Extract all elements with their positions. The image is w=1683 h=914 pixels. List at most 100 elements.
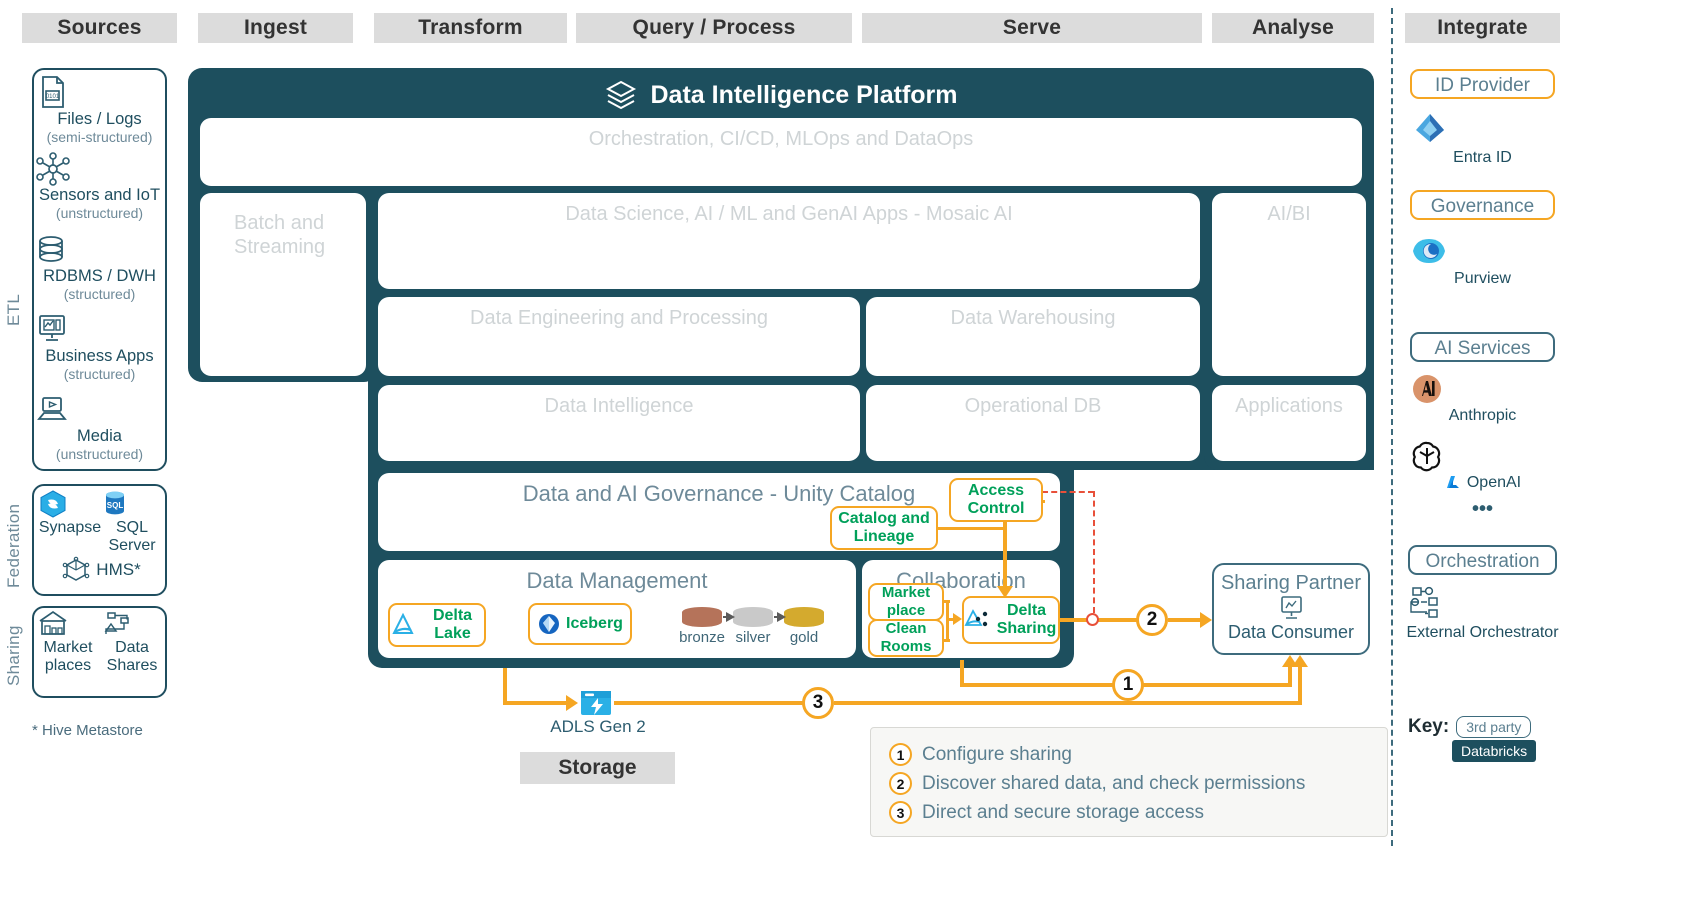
monitor-chart-icon	[1214, 596, 1368, 622]
step2-line	[1060, 618, 1138, 622]
file-logs-icon: 0101	[34, 74, 165, 110]
collab-bracket-vertical	[946, 600, 949, 642]
gold-label: gold	[789, 629, 819, 646]
source-item-synapse[interactable]: Synapse	[38, 489, 102, 537]
marketplace-icon	[36, 609, 100, 639]
adls-gen2-node[interactable]	[578, 688, 616, 718]
legend-badge-1: 1	[889, 743, 912, 766]
databricks-layers-icon	[604, 78, 638, 112]
marketplace-capsule[interactable]: Market place	[868, 583, 944, 621]
step1-line-vertical-left	[960, 660, 964, 686]
delta-lake-icon	[390, 612, 416, 638]
delta-lake-label: Delta Lake	[432, 607, 473, 642]
purview-icon	[1410, 235, 1555, 269]
mosaic-ai-box[interactable]: Data Science, AI / ML and GenAI Apps - M…	[378, 193, 1200, 289]
azure-icon	[1444, 474, 1462, 492]
source-item-marketplaces[interactable]: Market places	[36, 609, 100, 675]
anthropic-label: Anthropic	[1448, 407, 1517, 424]
sidebar-item-openai[interactable]: OpenAI	[1410, 440, 1555, 492]
storage-band: Storage	[520, 752, 675, 784]
sidebar-item-entra-id[interactable]: Entra ID	[1410, 110, 1555, 167]
sidebar-item-purview[interactable]: Purview	[1410, 235, 1555, 288]
sidebar-item-anthropic[interactable]: Anthropic	[1410, 372, 1555, 425]
silver-label: silver	[735, 629, 771, 646]
sidebar-header-orchestration[interactable]: Orchestration	[1408, 545, 1557, 575]
data-intelligence-box[interactable]: Data Intelligence	[378, 385, 860, 461]
svg-text:SQL: SQL	[107, 501, 124, 510]
business-apps-icon	[34, 313, 165, 347]
ai-bi-box[interactable]: AI/BI	[1212, 193, 1366, 376]
entra-id-label: Entra ID	[1453, 149, 1512, 166]
operational-db-box[interactable]: Operational DB	[866, 385, 1200, 461]
source-item-rdbms-dwh[interactable]: RDBMS / DWH (structured)	[34, 233, 165, 303]
federation-label: SQL Server	[108, 519, 156, 554]
batch-streaming-box[interactable]: Batch and Streaming	[200, 193, 366, 376]
sharing-label: Market places	[43, 639, 93, 674]
sql-server-icon: SQL	[100, 489, 164, 519]
delta-sharing-capsule[interactable]: Delta Sharing	[962, 596, 1060, 644]
applications-box[interactable]: Applications	[1212, 385, 1366, 461]
legend-row-2: 2 Discover shared data, and check permis…	[889, 769, 1387, 798]
unity-catalog-box[interactable]: Data and AI Governance - Unity Catalog	[378, 473, 1060, 551]
marketplace-label: Market place	[881, 584, 931, 619]
catalog-lineage-capsule[interactable]: Catalog and Lineage	[830, 506, 938, 550]
step-marker-2-label: 2	[1146, 609, 1158, 630]
sidebar-header-id-provider[interactable]: ID Provider	[1410, 69, 1555, 99]
platform-title: Data Intelligence Platform	[188, 78, 1374, 112]
source-item-hms[interactable]: HMS*	[40, 556, 162, 584]
sharing-label: Data Shares	[106, 639, 158, 674]
column-header-analyse: Analyse	[1212, 13, 1374, 43]
permission-check-node	[1086, 613, 1099, 626]
source-item-data-shares[interactable]: Data Shares	[100, 609, 164, 675]
collab-bracket-top	[944, 600, 950, 603]
federation-label: Synapse	[38, 519, 102, 536]
source-item-business-apps[interactable]: Business Apps (structured)	[34, 313, 165, 383]
clean-rooms-capsule[interactable]: Clean Rooms	[868, 619, 944, 657]
delta-lake-capsule[interactable]: Delta Lake	[388, 603, 486, 647]
source-item-files-logs[interactable]: 0101 Files / Logs (semi-structured)	[34, 74, 165, 146]
medallion-architecture: bronze silver gold	[679, 605, 825, 653]
adls-gen2-icon	[578, 688, 616, 718]
access-control-capsule[interactable]: Access Control	[949, 478, 1043, 522]
iceberg-capsule[interactable]: Iceberg	[528, 603, 632, 645]
source-subtitle: (structured)	[63, 366, 136, 382]
catalog-lineage-label: Catalog and Lineage	[838, 510, 930, 545]
collab-bracket-bottom	[944, 639, 950, 642]
data-warehousing-box[interactable]: Data Warehousing	[866, 297, 1200, 376]
data-consumer-label: Data Consumer	[1227, 622, 1355, 642]
sidebar-item-external-orchestrator[interactable]: External Orchestrator	[1405, 585, 1560, 643]
steps-legend: 1 Configure sharing 2 Discover shared da…	[870, 727, 1388, 837]
orchestration-box[interactable]: Orchestration, CI/CD, MLOps and DataOps	[200, 118, 1362, 186]
sharing-partner-box[interactable]: Sharing Partner Data Consumer	[1212, 563, 1370, 655]
step-marker-3: 3	[802, 687, 834, 719]
source-item-media[interactable]: Media (unstructured)	[34, 395, 165, 463]
data-shares-icon	[100, 609, 164, 639]
delta-sharing-icon	[964, 608, 990, 632]
collab-to-sharing-line	[946, 618, 958, 621]
access-control-dash-horizontal	[1042, 491, 1094, 493]
gold-cylinder	[784, 607, 824, 627]
legend-badge-2: 2	[889, 772, 912, 795]
source-title: RDBMS / DWH	[43, 267, 156, 285]
source-subtitle: (semi-structured)	[46, 129, 153, 145]
step-marker-3-label: 3	[812, 692, 824, 713]
sidebar-header-governance[interactable]: Governance	[1410, 190, 1555, 220]
source-item-sensors-iot[interactable]: Sensors and IoT (unstructured)	[34, 152, 165, 222]
key-chip-databricks: Databricks	[1452, 740, 1537, 762]
data-intelligence-platform	[188, 68, 1374, 110]
external-orchestrator-label: External Orchestrator	[1406, 624, 1559, 641]
source-item-sql-server[interactable]: SQL SQL Server	[100, 489, 164, 555]
external-orchestrator-icon	[1405, 585, 1560, 623]
legend-text-1: Configure sharing	[922, 743, 1072, 765]
sensors-iot-icon	[34, 152, 165, 186]
hms-icon	[61, 556, 91, 584]
data-engineering-box[interactable]: Data Engineering and Processing	[378, 297, 860, 376]
bronze-to-silver-arrow	[726, 612, 735, 622]
source-title: Media	[77, 427, 122, 445]
column-header-sources: Sources	[22, 13, 177, 43]
sidebar-header-ai-services[interactable]: AI Services	[1410, 332, 1555, 362]
step-marker-1-label: 1	[1122, 674, 1134, 695]
step1-line-horizontal	[960, 683, 1114, 687]
delta-sharing-label: Delta Sharing	[996, 602, 1057, 637]
source-title: Business Apps	[45, 347, 154, 365]
